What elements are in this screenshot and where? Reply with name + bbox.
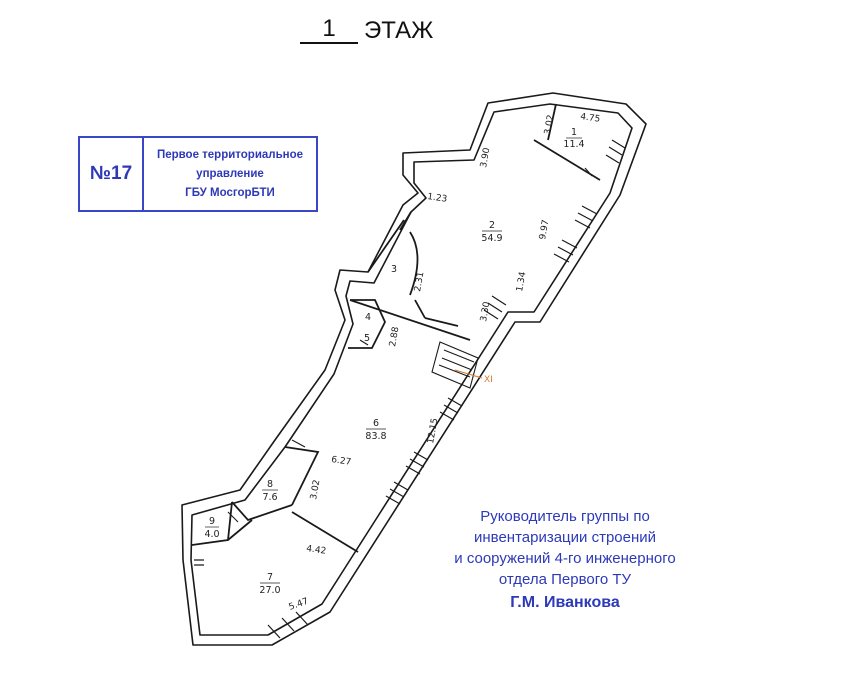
room-2-area: 54.9 bbox=[481, 233, 502, 244]
signature-block: Руководитель группы по инвентаризации ст… bbox=[410, 506, 720, 613]
window-6 bbox=[405, 451, 429, 475]
window-2 bbox=[574, 205, 598, 229]
partition-3-6 bbox=[349, 299, 471, 341]
bti-stamp: №17 Первое территориальное управление ГБ… bbox=[78, 136, 318, 212]
partition-2-3 bbox=[367, 211, 412, 273]
window-5 bbox=[439, 397, 463, 421]
partition-4-5 bbox=[348, 299, 386, 349]
dim-3-02-a: 3.02 bbox=[543, 114, 556, 135]
dim-3-02-b: 3.02 bbox=[309, 479, 322, 500]
partition-room3-curve bbox=[409, 231, 419, 296]
signature-line-3: и сооружений 4-го инженерного bbox=[454, 550, 676, 567]
signature-line-1: Руководитель группы по bbox=[480, 508, 650, 525]
outer-wall-outline bbox=[181, 92, 647, 646]
entrance-marker: XI bbox=[454, 369, 493, 385]
window-7 bbox=[385, 481, 409, 505]
dimension-labels: 4.75 3.02 3.90 1.23 9.97 2.31 1.34 3.30 … bbox=[288, 112, 601, 613]
signature-line-4: отдела Первого ТУ bbox=[498, 571, 632, 588]
room-8-number: 8 bbox=[267, 479, 273, 490]
signature-line-2: инвентаризации строений bbox=[473, 529, 657, 546]
room-1-number: 1 bbox=[571, 127, 577, 138]
dim-3-30: 3.30 bbox=[479, 301, 492, 323]
room-labels: 1 11.4 2 54.9 3 4 5 6 83.8 7 27.0 8 7.6 … bbox=[204, 127, 584, 596]
windows bbox=[194, 139, 626, 639]
partition-7-9 bbox=[191, 519, 253, 546]
outer-wall-inner bbox=[190, 103, 633, 636]
dim-4-75: 4.75 bbox=[580, 112, 601, 125]
page-title: 1 ЭТАЖ bbox=[300, 16, 433, 44]
dim-4-42: 4.42 bbox=[306, 544, 327, 557]
dim-2-31: 2.31 bbox=[413, 271, 426, 292]
floor-number: 1 bbox=[300, 16, 358, 44]
room-1-area: 11.4 bbox=[563, 139, 584, 150]
room-8-area: 7.6 bbox=[262, 492, 277, 503]
stamp-number: №17 bbox=[80, 138, 144, 210]
window-4 bbox=[483, 295, 507, 320]
plan-walls bbox=[181, 92, 647, 646]
dim-12-15: 12.15 bbox=[426, 417, 440, 444]
floor-label: ЭТАЖ bbox=[364, 17, 434, 44]
stairs bbox=[431, 341, 479, 389]
dim-1-23: 1.23 bbox=[427, 192, 448, 205]
entrance-marker-label: XI bbox=[484, 375, 493, 385]
dim-2-88: 2.88 bbox=[388, 326, 401, 348]
door-marks bbox=[227, 167, 593, 523]
window-3 bbox=[553, 239, 578, 263]
stamp-line-3: ГБУ МосгорБТИ bbox=[185, 186, 275, 199]
room-5-number: 5 bbox=[364, 333, 370, 344]
room-4-number: 4 bbox=[365, 312, 371, 323]
stamp-text: Первое территориальное управление ГБУ Мо… bbox=[144, 138, 316, 210]
room-7-area: 27.0 bbox=[259, 585, 280, 596]
room-6-area: 83.8 bbox=[365, 431, 386, 442]
partition-6-8 bbox=[284, 446, 320, 506]
partitions bbox=[191, 103, 601, 553]
room-3-number: 3 bbox=[391, 264, 397, 275]
dim-1-34: 1.34 bbox=[515, 271, 528, 293]
stamp-line-1: Первое территориальное bbox=[156, 148, 304, 161]
dim-6-27: 6.27 bbox=[331, 455, 352, 468]
dim-5-47: 5.47 bbox=[288, 597, 310, 613]
signature-name: Г.М. Иванкова bbox=[510, 594, 620, 611]
room-9-number: 9 bbox=[209, 516, 215, 527]
dim-9-97: 9.97 bbox=[538, 219, 551, 240]
stamp-line-2: управление bbox=[196, 167, 264, 180]
window-1 bbox=[605, 139, 626, 164]
partition-8-9 bbox=[227, 501, 293, 541]
room-9-area: 4.0 bbox=[204, 529, 219, 540]
partition-6-7 bbox=[291, 511, 359, 553]
dim-3-90: 3.90 bbox=[479, 147, 492, 169]
room-6-number: 6 bbox=[373, 418, 379, 429]
window-8 bbox=[267, 611, 309, 639]
window-9 bbox=[194, 559, 204, 566]
room-2-number: 2 bbox=[489, 220, 495, 231]
room-7-number: 7 bbox=[267, 572, 273, 583]
